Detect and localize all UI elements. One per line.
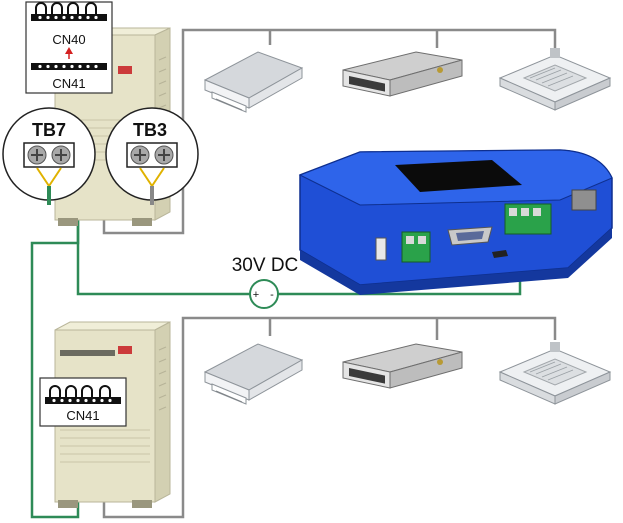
brand-logo: [118, 346, 132, 354]
serial-port-icon: [447, 226, 493, 246]
cn40-header: [31, 2, 107, 21]
controller-screen: [395, 160, 522, 192]
indoor-unit-cassette-bottom: [203, 343, 304, 405]
cn41-label-top: CN41: [52, 76, 85, 91]
svg-text:+: +: [253, 289, 259, 301]
indoor-unit-ducted-bottom: [342, 343, 463, 389]
usb-port-icon: [375, 237, 387, 261]
cn41-header: [45, 385, 121, 404]
cn40-label: CN40: [52, 32, 85, 47]
connector-box-bottom: CN41: [39, 377, 127, 427]
tb3-terminal-callout: TB3: [105, 107, 199, 205]
green-terminal-block-right: [504, 203, 552, 235]
screw-terminal-icon: [130, 145, 174, 165]
cn41-label-bottom: CN41: [66, 408, 99, 423]
svg-text:-: -: [270, 289, 274, 301]
tb7-terminal-callout: TB7: [2, 107, 96, 205]
central-controller-device: [298, 149, 613, 295]
green-terminal-block-left: [401, 231, 431, 263]
dc-power-source-icon: + -: [249, 279, 279, 309]
tb3-label: TB3: [133, 120, 167, 140]
connector-box-top: CN40 CN41: [25, 1, 113, 94]
bottom-system-wiring: [102, 316, 557, 519]
indoor-unit-cassette-top: [203, 51, 304, 113]
brand-logo: [118, 66, 132, 74]
indoor-unit-ducted-top: [342, 51, 463, 97]
power-supply-label: 30V DC: [232, 255, 299, 276]
screw-terminal-icon: [27, 145, 71, 165]
indoor-unit-4way-cassette-bottom: [498, 342, 612, 405]
cable-plug-icon: [492, 250, 508, 258]
arrow-up-icon: [65, 47, 73, 54]
cn41-header: [31, 63, 107, 70]
ethernet-port-icon: [571, 189, 597, 211]
tb7-label: TB7: [32, 120, 66, 140]
indoor-unit-4way-cassette-top: [498, 48, 612, 111]
